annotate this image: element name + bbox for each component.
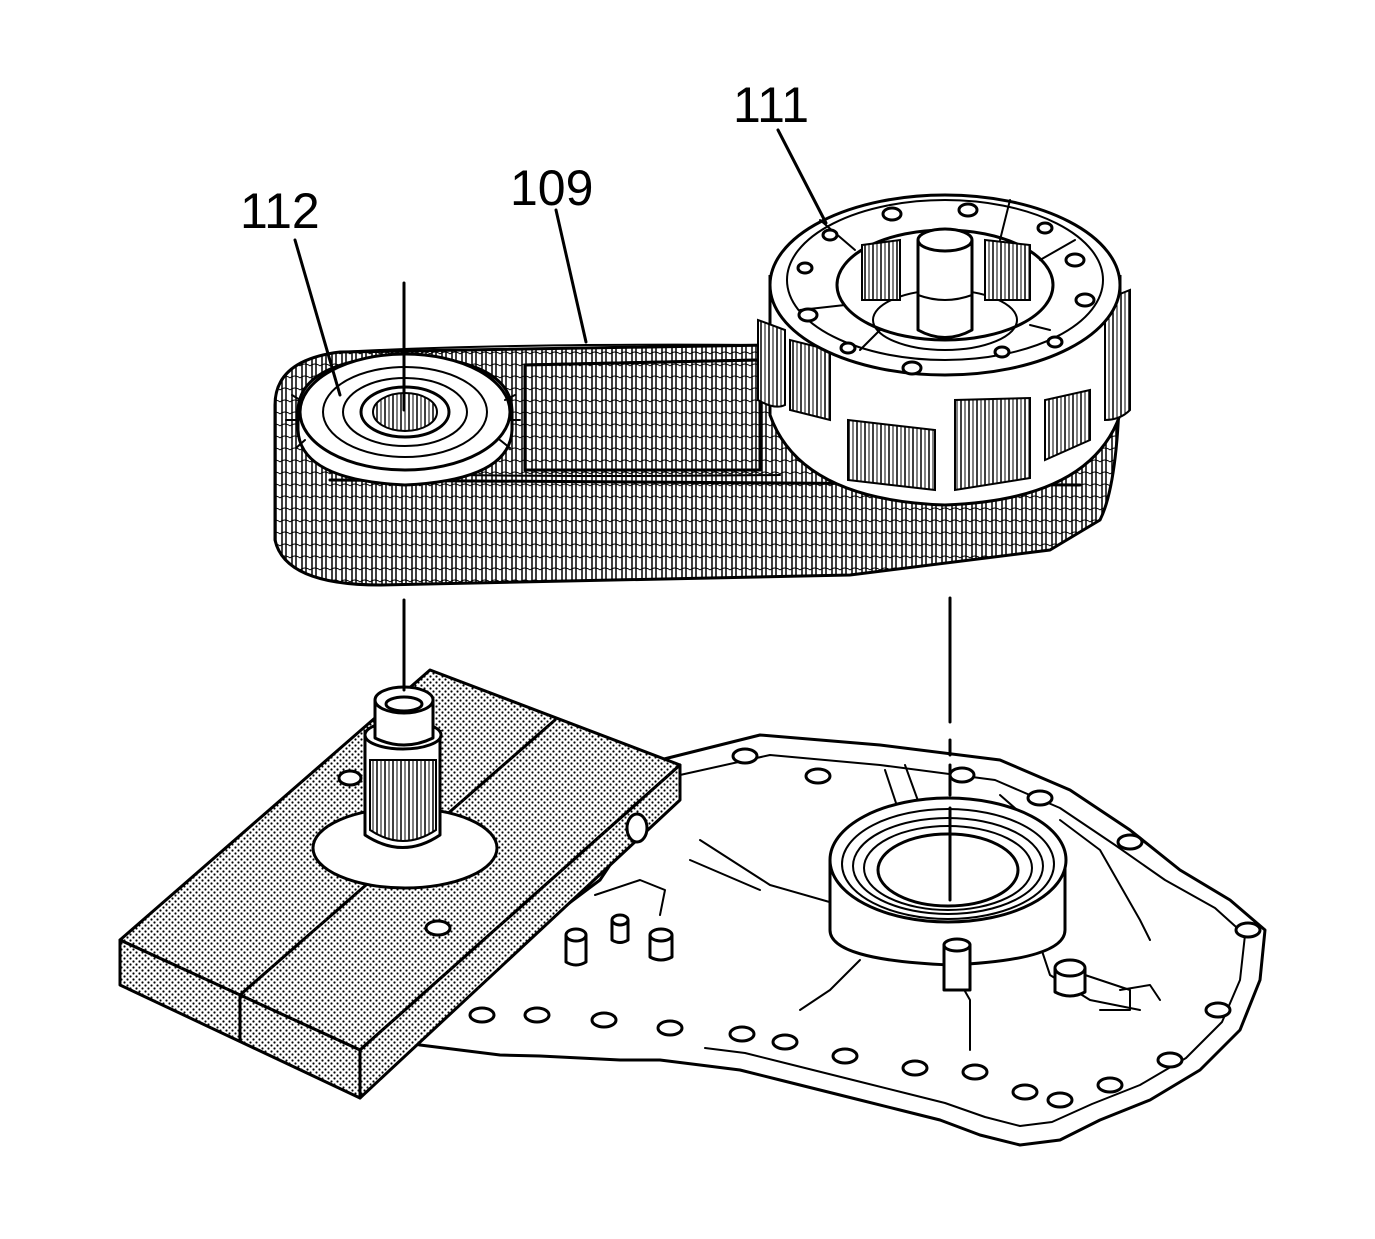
front-output-sprocket [285, 352, 521, 487]
alignment-lines [402, 281, 952, 902]
transfer-case-housing [398, 733, 1267, 1147]
carrier-face-holes [796, 202, 1096, 376]
callout-109: 109 [510, 160, 593, 216]
holding-fixture [118, 668, 682, 1100]
planetary-carrier [757, 193, 1131, 507]
callout-111: 111 [733, 77, 809, 133]
callout-112: 112 [240, 183, 320, 239]
callout-leaders [293, 128, 828, 397]
housing-dowel-pins [564, 913, 674, 967]
